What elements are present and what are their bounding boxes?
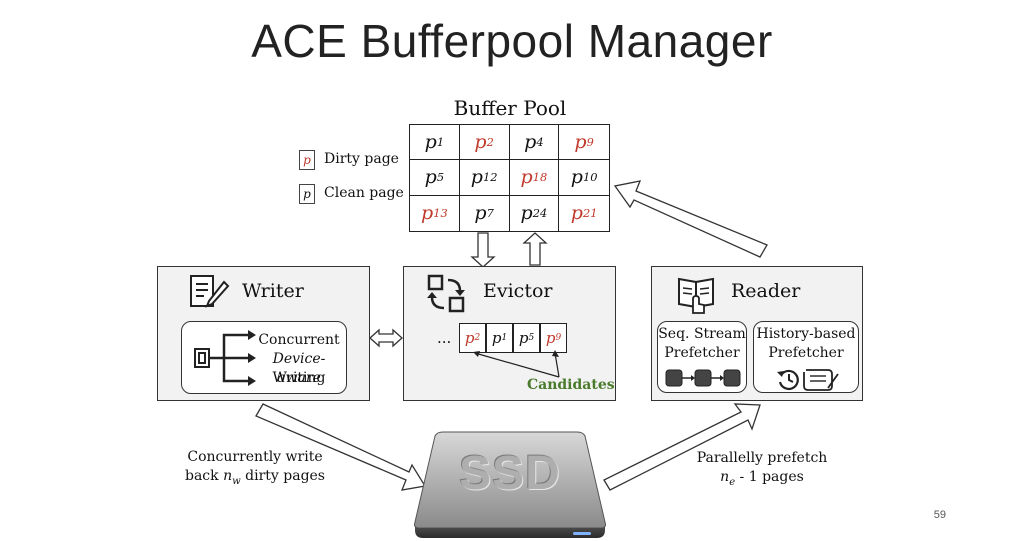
clean-page-legend-swatch: p	[299, 184, 315, 204]
writer-title: Writer	[242, 280, 304, 302]
pool-to-evictor-arrow	[470, 232, 496, 268]
writer-line1: Concurrent	[258, 332, 340, 348]
clean-page-legend-label: Clean page	[324, 185, 404, 201]
prefetch-caption: Parallelly prefetch ne - 1 pages	[682, 449, 842, 492]
reader-to-pool-arrow	[613, 180, 768, 258]
write-caption-line1: Concurrently write	[187, 449, 323, 465]
evictor-to-pool-arrow	[522, 232, 548, 266]
parallel-write-icon	[194, 330, 256, 386]
evictor-ellipsis: ...	[437, 329, 452, 347]
history-scroll-icon	[777, 369, 839, 391]
candidates-label: Candidates	[527, 377, 615, 393]
write-back-caption: Concurrently write back nw dirty pages	[175, 448, 335, 491]
write-caption-line2: back nw dirty pages	[185, 468, 325, 487]
history-prefetcher-line1: History-based	[756, 326, 856, 342]
history-prefetcher-box: History-based Prefetcher	[753, 321, 859, 393]
ssd-device	[414, 431, 606, 538]
page-number: 59	[933, 509, 946, 521]
dirty-page-legend-swatch: p	[299, 150, 315, 170]
writer-line2: Device-aware	[272, 351, 326, 386]
history-prefetcher-line2: Prefetcher	[768, 345, 844, 361]
dirty-page-legend-label: Dirty page	[324, 151, 399, 167]
writer-evictor-double-arrow	[369, 328, 403, 348]
book-reading-icon	[678, 277, 714, 314]
document-edit-icon	[190, 275, 230, 308]
reader-panel: Reader Seq. Stream Prefetcher History-ba…	[651, 266, 863, 401]
sequential-blocks-icon	[665, 369, 741, 387]
slide-title: ACE Bufferpool Manager	[251, 15, 773, 67]
writer-to-ssd-arrow	[255, 403, 427, 491]
reader-title: Reader	[731, 280, 801, 302]
ssd-label: SSD	[459, 447, 561, 500]
seq-stream-prefetcher-box: Seq. Stream Prefetcher	[657, 321, 747, 393]
ssd-to-reader-arrow	[603, 403, 761, 491]
prefetch-caption-line1: Parallelly prefetch	[696, 450, 828, 466]
writer-inner-box: Concurrent Device-aware Writing	[181, 321, 347, 394]
prefetch-caption-line2: ne - 1 pages	[720, 469, 804, 488]
candidate-pointer-arrows	[473, 350, 560, 378]
writer-line3: Writing	[272, 370, 326, 386]
seq-prefetcher-line1: Seq. Stream	[658, 326, 746, 342]
evictor-title: Evictor	[483, 280, 553, 302]
buffer-pool-title: Buffer Pool	[453, 96, 567, 120]
seq-prefetcher-line2: Prefetcher	[664, 345, 740, 361]
writer-panel: Writer Concurrent Device-aware Writing	[157, 266, 370, 401]
swap-icon	[427, 274, 465, 313]
